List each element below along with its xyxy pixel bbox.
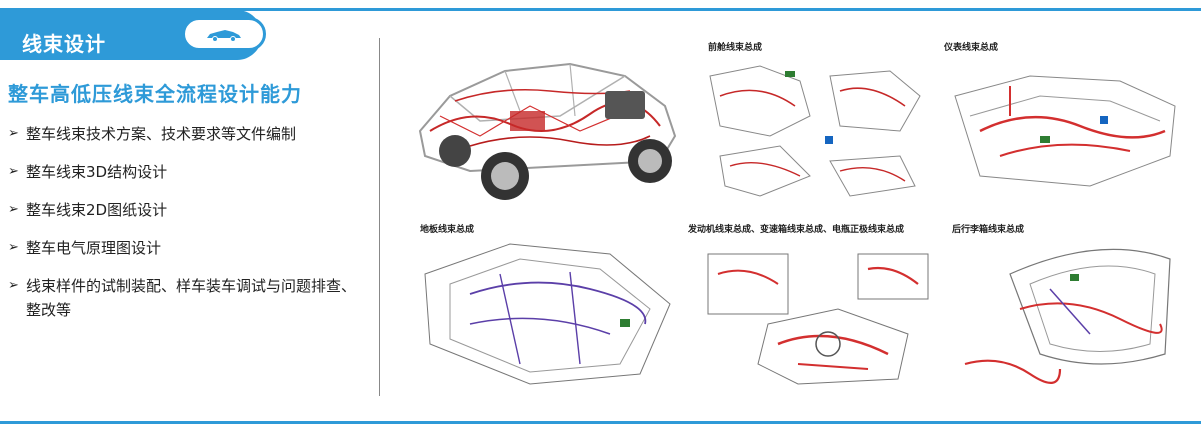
arrow-bullet-icon: ➢	[8, 126, 19, 141]
list-item: ➢整车电气原理图设计	[8, 236, 368, 260]
list-item: ➢线束样件的试制装配、样车装车调试与问题排查、整改等	[8, 274, 368, 322]
drawing-label: 后行李箱线束总成	[952, 225, 1025, 235]
floor-harness-drawing: 地板线束总成	[410, 214, 685, 389]
list-item: ➢整车线束技术方案、技术要求等文件编制	[8, 122, 368, 146]
arrow-bullet-icon: ➢	[8, 240, 19, 255]
car-icon	[207, 30, 241, 42]
drawing-label: 仪表线束总成	[944, 43, 999, 53]
drawing-label: 发动机线束总成、变速箱线束总成、电瓶正极线束总成	[688, 225, 905, 235]
capability-heading: 整车高低压线束全流程设计能力	[8, 82, 302, 106]
front-cabin-harness-drawing: 前舱线束总成	[700, 36, 935, 206]
top-rule	[0, 8, 1201, 11]
bottom-rule	[0, 421, 1201, 424]
trunk-harness-drawing: 后行李箱线束总成	[950, 214, 1190, 389]
arrow-bullet-icon: ➢	[8, 164, 19, 179]
capability-list: ➢整车线束技术方案、技术要求等文件编制 ➢整车线束3D结构设计 ➢整车线束2D图…	[8, 122, 368, 336]
vertical-divider	[379, 38, 380, 396]
arrow-bullet-icon: ➢	[8, 202, 19, 217]
list-item: ➢整车线束3D结构设计	[8, 160, 368, 184]
instrument-harness-drawing: 仪表线束总成	[940, 36, 1190, 206]
drawing-label: 前舱线束总成	[708, 43, 763, 53]
engine-harness-drawing: 发动机线束总成、变速箱线束总成、电瓶正极线束总成	[688, 214, 943, 389]
drawing-label: 地板线束总成	[420, 225, 475, 235]
car-harness-render	[410, 36, 685, 206]
section-title: 线束设计	[22, 32, 106, 56]
car-icon-badge	[182, 17, 266, 51]
arrow-bullet-icon: ➢	[8, 278, 19, 293]
list-item: ➢整车线束2D图纸设计	[8, 198, 368, 222]
